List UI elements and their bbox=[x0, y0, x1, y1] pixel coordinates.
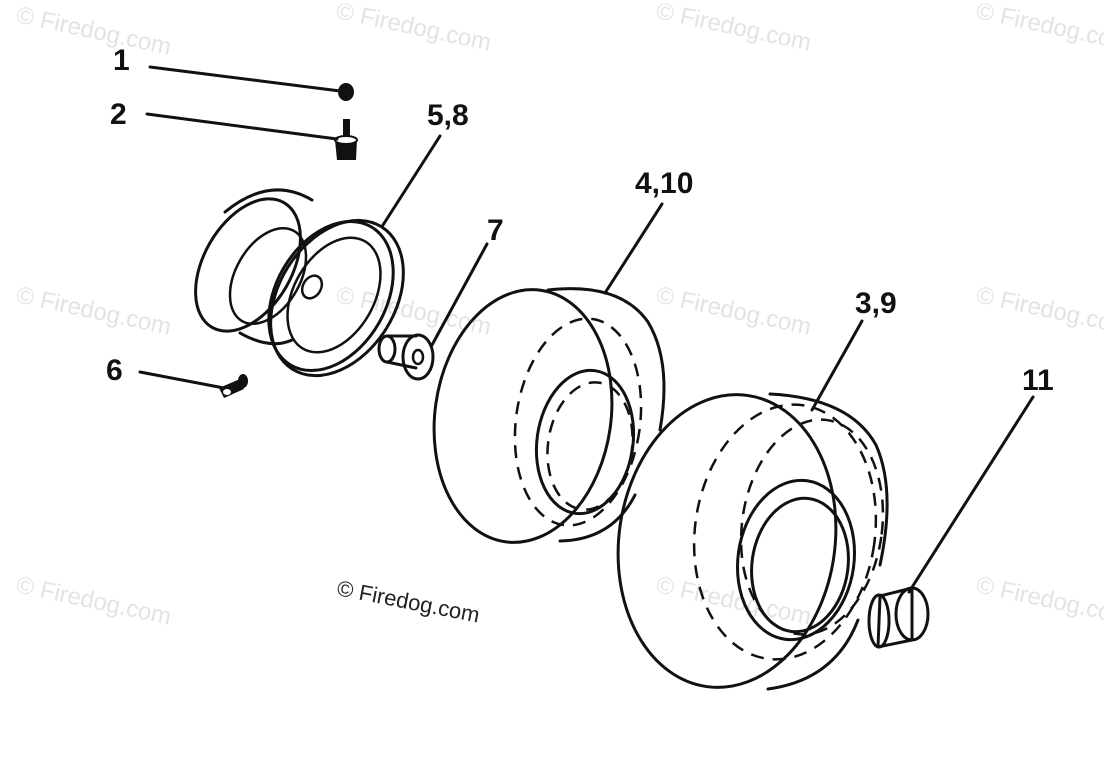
watermark: © Firedog.com bbox=[334, 0, 494, 57]
callout-11: 11 bbox=[1022, 364, 1054, 397]
end-bushing bbox=[867, 586, 930, 649]
watermark: © Firedog.com bbox=[14, 1, 174, 60]
watermark: © Firedog.com bbox=[974, 571, 1104, 630]
callout-4-10: 4,10 bbox=[635, 167, 693, 200]
callout-6: 6 bbox=[106, 354, 123, 387]
tire-front bbox=[432, 287, 666, 544]
copyright-text: © Firedog.com bbox=[335, 575, 482, 627]
callout-1: 1 bbox=[113, 44, 130, 77]
callout-3-9: 3,9 bbox=[855, 287, 897, 320]
bolt bbox=[219, 374, 248, 398]
watermark: © Firedog.com bbox=[974, 281, 1104, 340]
leader-line-3-9 bbox=[810, 319, 864, 412]
watermark: © Firedog.com bbox=[654, 571, 814, 630]
leader-line-1 bbox=[148, 65, 342, 93]
tire-rear bbox=[616, 392, 889, 691]
watermark: © Firedog.com bbox=[14, 571, 174, 630]
leader-line-2 bbox=[145, 112, 339, 141]
leader-line-5-8 bbox=[381, 134, 442, 227]
bushing bbox=[377, 333, 435, 381]
watermark: © Firedog.com bbox=[654, 0, 814, 57]
o-ring bbox=[269, 218, 405, 378]
callout-5-8: 5,8 bbox=[427, 99, 469, 132]
watermark: © Firedog.com bbox=[654, 281, 814, 340]
leader-line-11 bbox=[907, 395, 1035, 594]
leader-line-4-10 bbox=[603, 202, 664, 295]
callout-2: 2 bbox=[110, 98, 127, 131]
watermark-layer: © Firedog.com © Firedog.com © Firedog.co… bbox=[14, 0, 1104, 631]
leader-line-7 bbox=[430, 242, 489, 347]
leader-line-6 bbox=[138, 370, 226, 390]
watermark: © Firedog.com bbox=[14, 281, 174, 340]
valve-cap bbox=[338, 83, 354, 101]
callout-7: 7 bbox=[487, 214, 504, 247]
watermark: © Firedog.com bbox=[974, 0, 1104, 57]
wheel-rim bbox=[194, 188, 395, 373]
